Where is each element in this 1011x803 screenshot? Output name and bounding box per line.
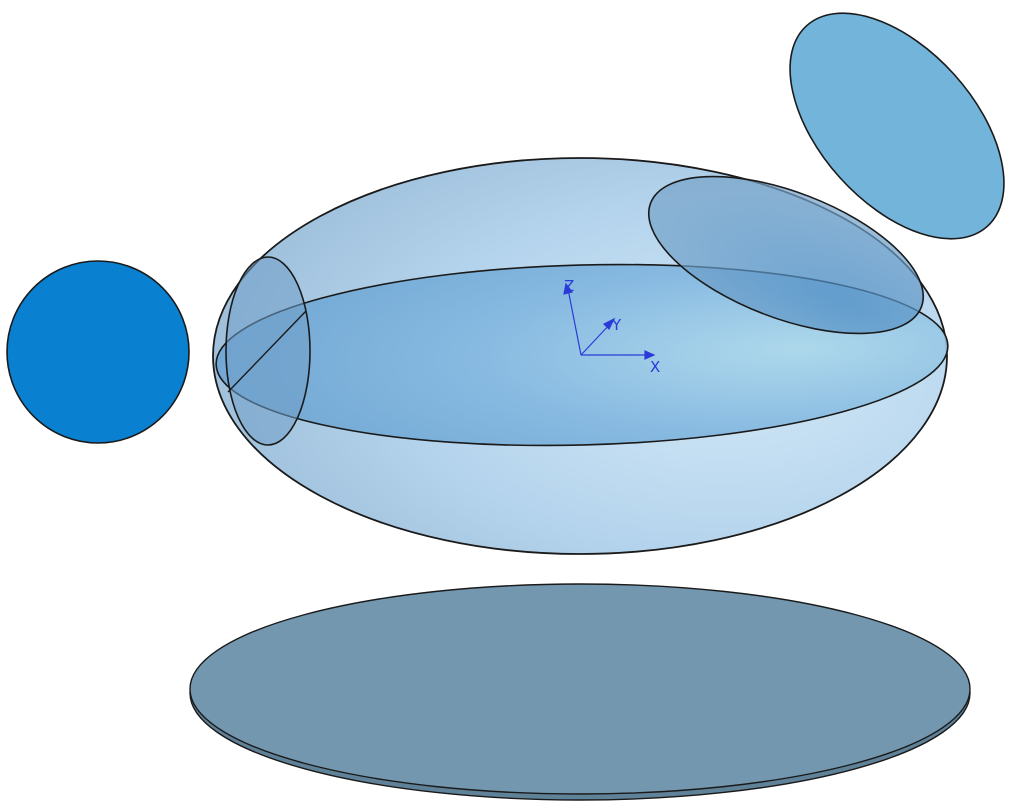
bottom-disc[interactable]: [189, 583, 971, 795]
z-axis-arrowhead: [563, 282, 574, 295]
z-axis-label: Z: [564, 277, 574, 295]
x-axis-arrowhead: [644, 350, 656, 360]
x-axis-label: X: [650, 358, 660, 376]
y-axis-label: Y: [611, 316, 622, 334]
z-axis-line: [567, 288, 582, 356]
y-axis-arrowhead: [602, 317, 616, 331]
top-right-disc[interactable]: [749, 0, 1011, 278]
y-axis-line: [580, 322, 612, 356]
coordinate-triad: X Y Z: [563, 277, 660, 376]
left-section-edge: [227, 310, 307, 393]
left-disc[interactable]: [6, 260, 190, 444]
ellipsoid-top-right-section[interactable]: [628, 144, 944, 366]
